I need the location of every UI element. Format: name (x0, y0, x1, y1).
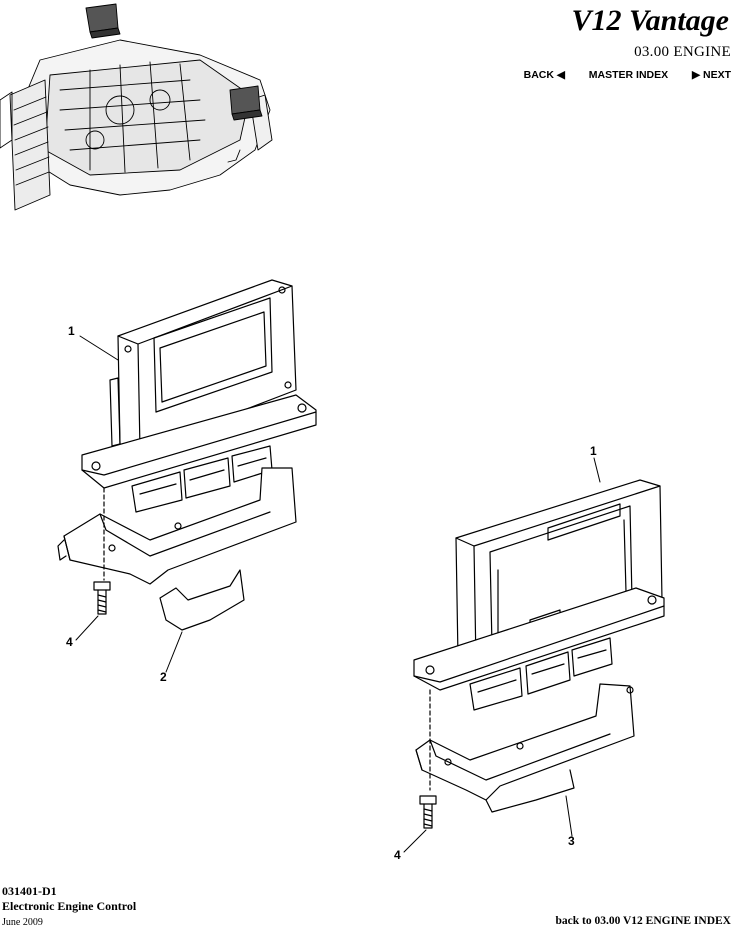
next-link[interactable]: ▶ NEXT (692, 69, 731, 81)
ecu-module-right (413, 479, 665, 711)
callout-3: 3 (568, 834, 575, 848)
triangle-left-icon: ◀ (556, 69, 565, 81)
mounting-bracket-left (57, 467, 297, 631)
diagram-date: June 2009 (2, 917, 43, 928)
back-label: BACK (523, 69, 554, 81)
mounting-bracket-right (415, 683, 635, 813)
navigation-bar: BACK ◀ MASTER INDEX ▶ NEXT (524, 69, 731, 81)
callout-1-left: 1 (68, 324, 75, 338)
callout-2: 2 (160, 670, 167, 684)
bolt-right (419, 795, 437, 829)
next-label: NEXT (702, 69, 731, 81)
diagram-title: Electronic Engine Control (2, 899, 137, 913)
master-index-link[interactable]: MASTER INDEX (588, 69, 669, 81)
triangle-right-icon: ▶ (691, 69, 701, 81)
engine-overview-illustration (0, 3, 273, 211)
callout-1-right: 1 (590, 444, 597, 458)
brand-logo: V12 Vantage (571, 4, 729, 37)
back-to-engine-index-link[interactable]: back to 03.00 V12 ENGINE INDEX (555, 915, 731, 927)
callout-4-left: 4 (66, 635, 73, 649)
bolt-left (93, 581, 111, 615)
leader-lines (75, 335, 601, 853)
section-title: 03.00 ENGINE (634, 44, 731, 60)
callout-4-right: 4 (394, 848, 401, 862)
ecu-module-left (81, 279, 317, 513)
back-link[interactable]: BACK ◀ (524, 69, 565, 81)
brand-wordmark: V12 Vantage (571, 4, 729, 37)
diagram-code: 031401-D1 (2, 884, 57, 898)
